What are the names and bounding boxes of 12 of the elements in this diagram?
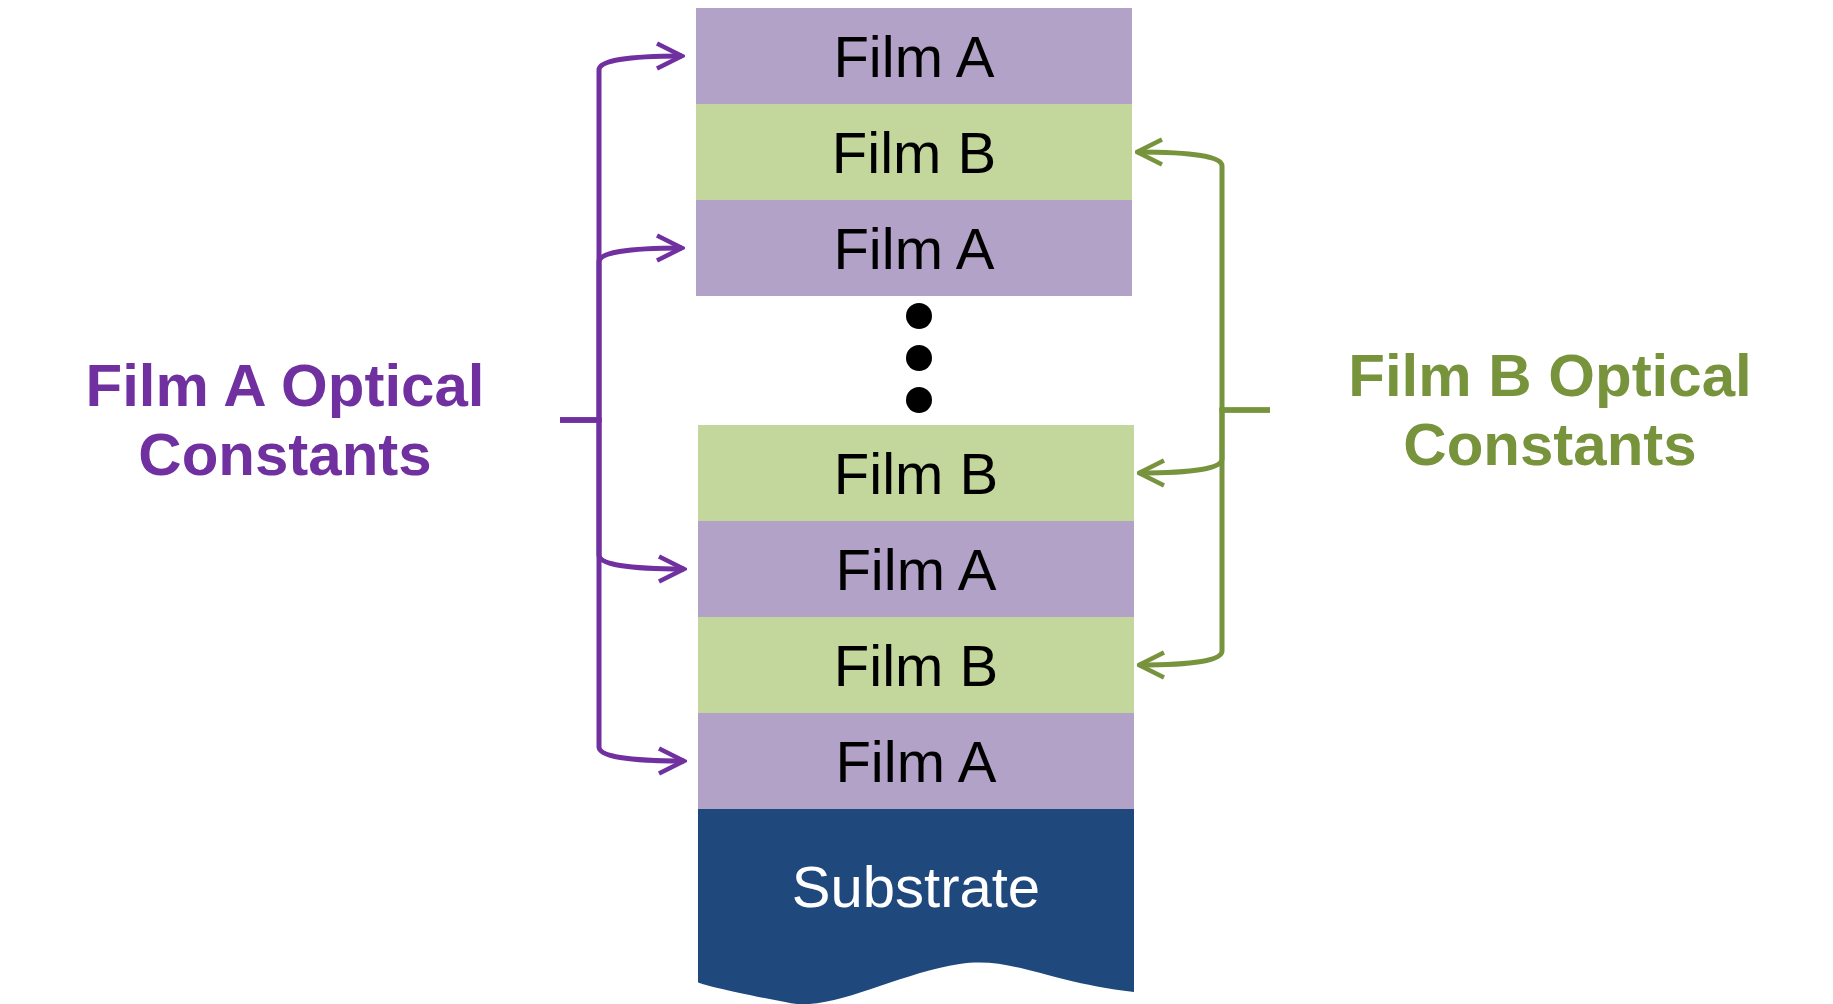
film-layer: Film B: [698, 617, 1134, 713]
substrate-block: Substrate: [698, 809, 1134, 1004]
film-layer: Film A: [698, 521, 1134, 617]
arrow: [1136, 407, 1270, 680]
film-layer: Film B: [696, 104, 1132, 200]
group-heading: Film B Optical Constants: [1270, 345, 1830, 475]
arrow: [560, 417, 687, 776]
film-layer: Film A: [696, 200, 1132, 296]
group-heading: Film A Optical Constants: [10, 355, 560, 485]
film-layer: Film A: [696, 8, 1132, 104]
film-layer: Film B: [698, 425, 1134, 521]
film-layer: Film A: [698, 713, 1134, 809]
